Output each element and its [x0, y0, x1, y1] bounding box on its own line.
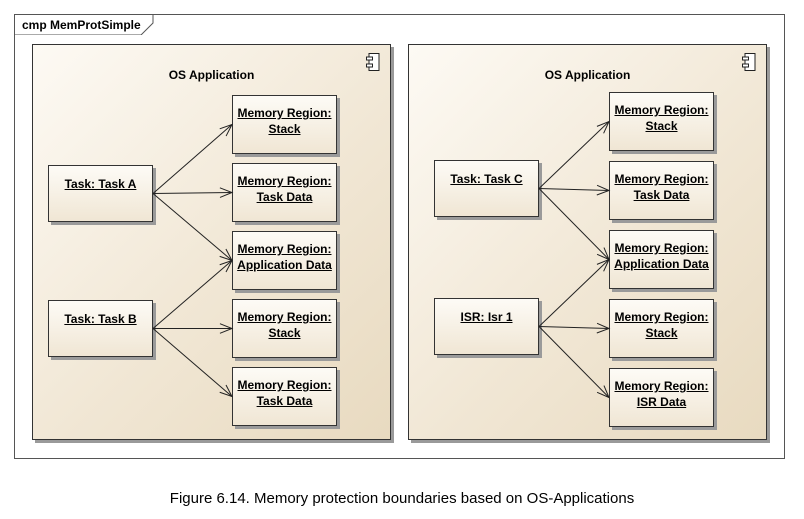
package-title: OS Application [168, 68, 255, 82]
access-arrow [538, 322, 611, 334]
access-arrow [152, 123, 234, 194]
region-label: Memory Region: [614, 103, 709, 117]
memory-region-box: Memory Region: Task Data [232, 163, 337, 222]
region-label: Memory Region: [237, 242, 332, 256]
region-name: ISR Data [636, 395, 687, 409]
component-icon [742, 53, 756, 71]
access-arrow [153, 323, 234, 334]
region-name: Task Data [256, 394, 313, 408]
region-name: Task Data [633, 188, 690, 202]
region-label: Memory Region: [237, 310, 332, 324]
memory-region-box: Memory Region: Task Data [232, 367, 337, 426]
figure-caption: Figure 6.14. Memory protection boundarie… [169, 490, 635, 507]
access-arrow [538, 120, 610, 189]
access-arrow [538, 326, 610, 399]
task-box: Task: Task B [48, 300, 153, 357]
task-label: Task: Task A [64, 177, 137, 191]
region-label: Memory Region: [237, 378, 332, 392]
region-label: Memory Region: [237, 106, 332, 120]
access-arrow [538, 184, 611, 196]
region-name: Stack [645, 326, 678, 340]
region-name: Stack [645, 119, 678, 133]
region-label: Memory Region: [614, 379, 709, 393]
region-name: Task Data [256, 190, 313, 204]
region-label: Memory Region: [237, 174, 332, 188]
memory-region-box: Memory Region: Stack [609, 92, 714, 151]
region-name: Stack [268, 122, 301, 136]
region-label: Memory Region: [614, 172, 709, 186]
access-arrow [538, 258, 610, 327]
access-arrow [152, 328, 234, 398]
access-arrow [152, 193, 234, 262]
frame-label: cmp MemProtSimple [22, 18, 141, 32]
access-arrow [152, 259, 234, 329]
memory-region-box: Memory Region: Task Data [609, 161, 714, 220]
task-box: Task: Task C [434, 160, 539, 217]
task-box: Task: Task A [48, 165, 153, 222]
access-arrow [538, 188, 610, 261]
component-icon [366, 53, 380, 71]
task-label: Task: Task B [64, 312, 137, 326]
isr-box: ISR: Isr 1 [434, 298, 539, 355]
frame-tab [15, 15, 154, 35]
access-arrow [152, 187, 234, 198]
region-name: Application Data [614, 257, 709, 271]
memory-region-box: Memory Region: ISR Data [609, 368, 714, 427]
region-label: Memory Region: [614, 241, 709, 255]
memory-region-box: Memory Region: Stack [609, 299, 714, 358]
task-label: ISR: Isr 1 [460, 310, 513, 324]
region-label: Memory Region: [614, 310, 709, 324]
task-label: Task: Task C [450, 172, 523, 186]
memory-region-box: Memory Region: Application Data [609, 230, 714, 289]
region-name: Application Data [237, 258, 332, 272]
region-name: Stack [268, 326, 301, 340]
memory-region-box: Memory Region: Stack [232, 299, 337, 358]
package-title: OS Application [544, 68, 631, 82]
